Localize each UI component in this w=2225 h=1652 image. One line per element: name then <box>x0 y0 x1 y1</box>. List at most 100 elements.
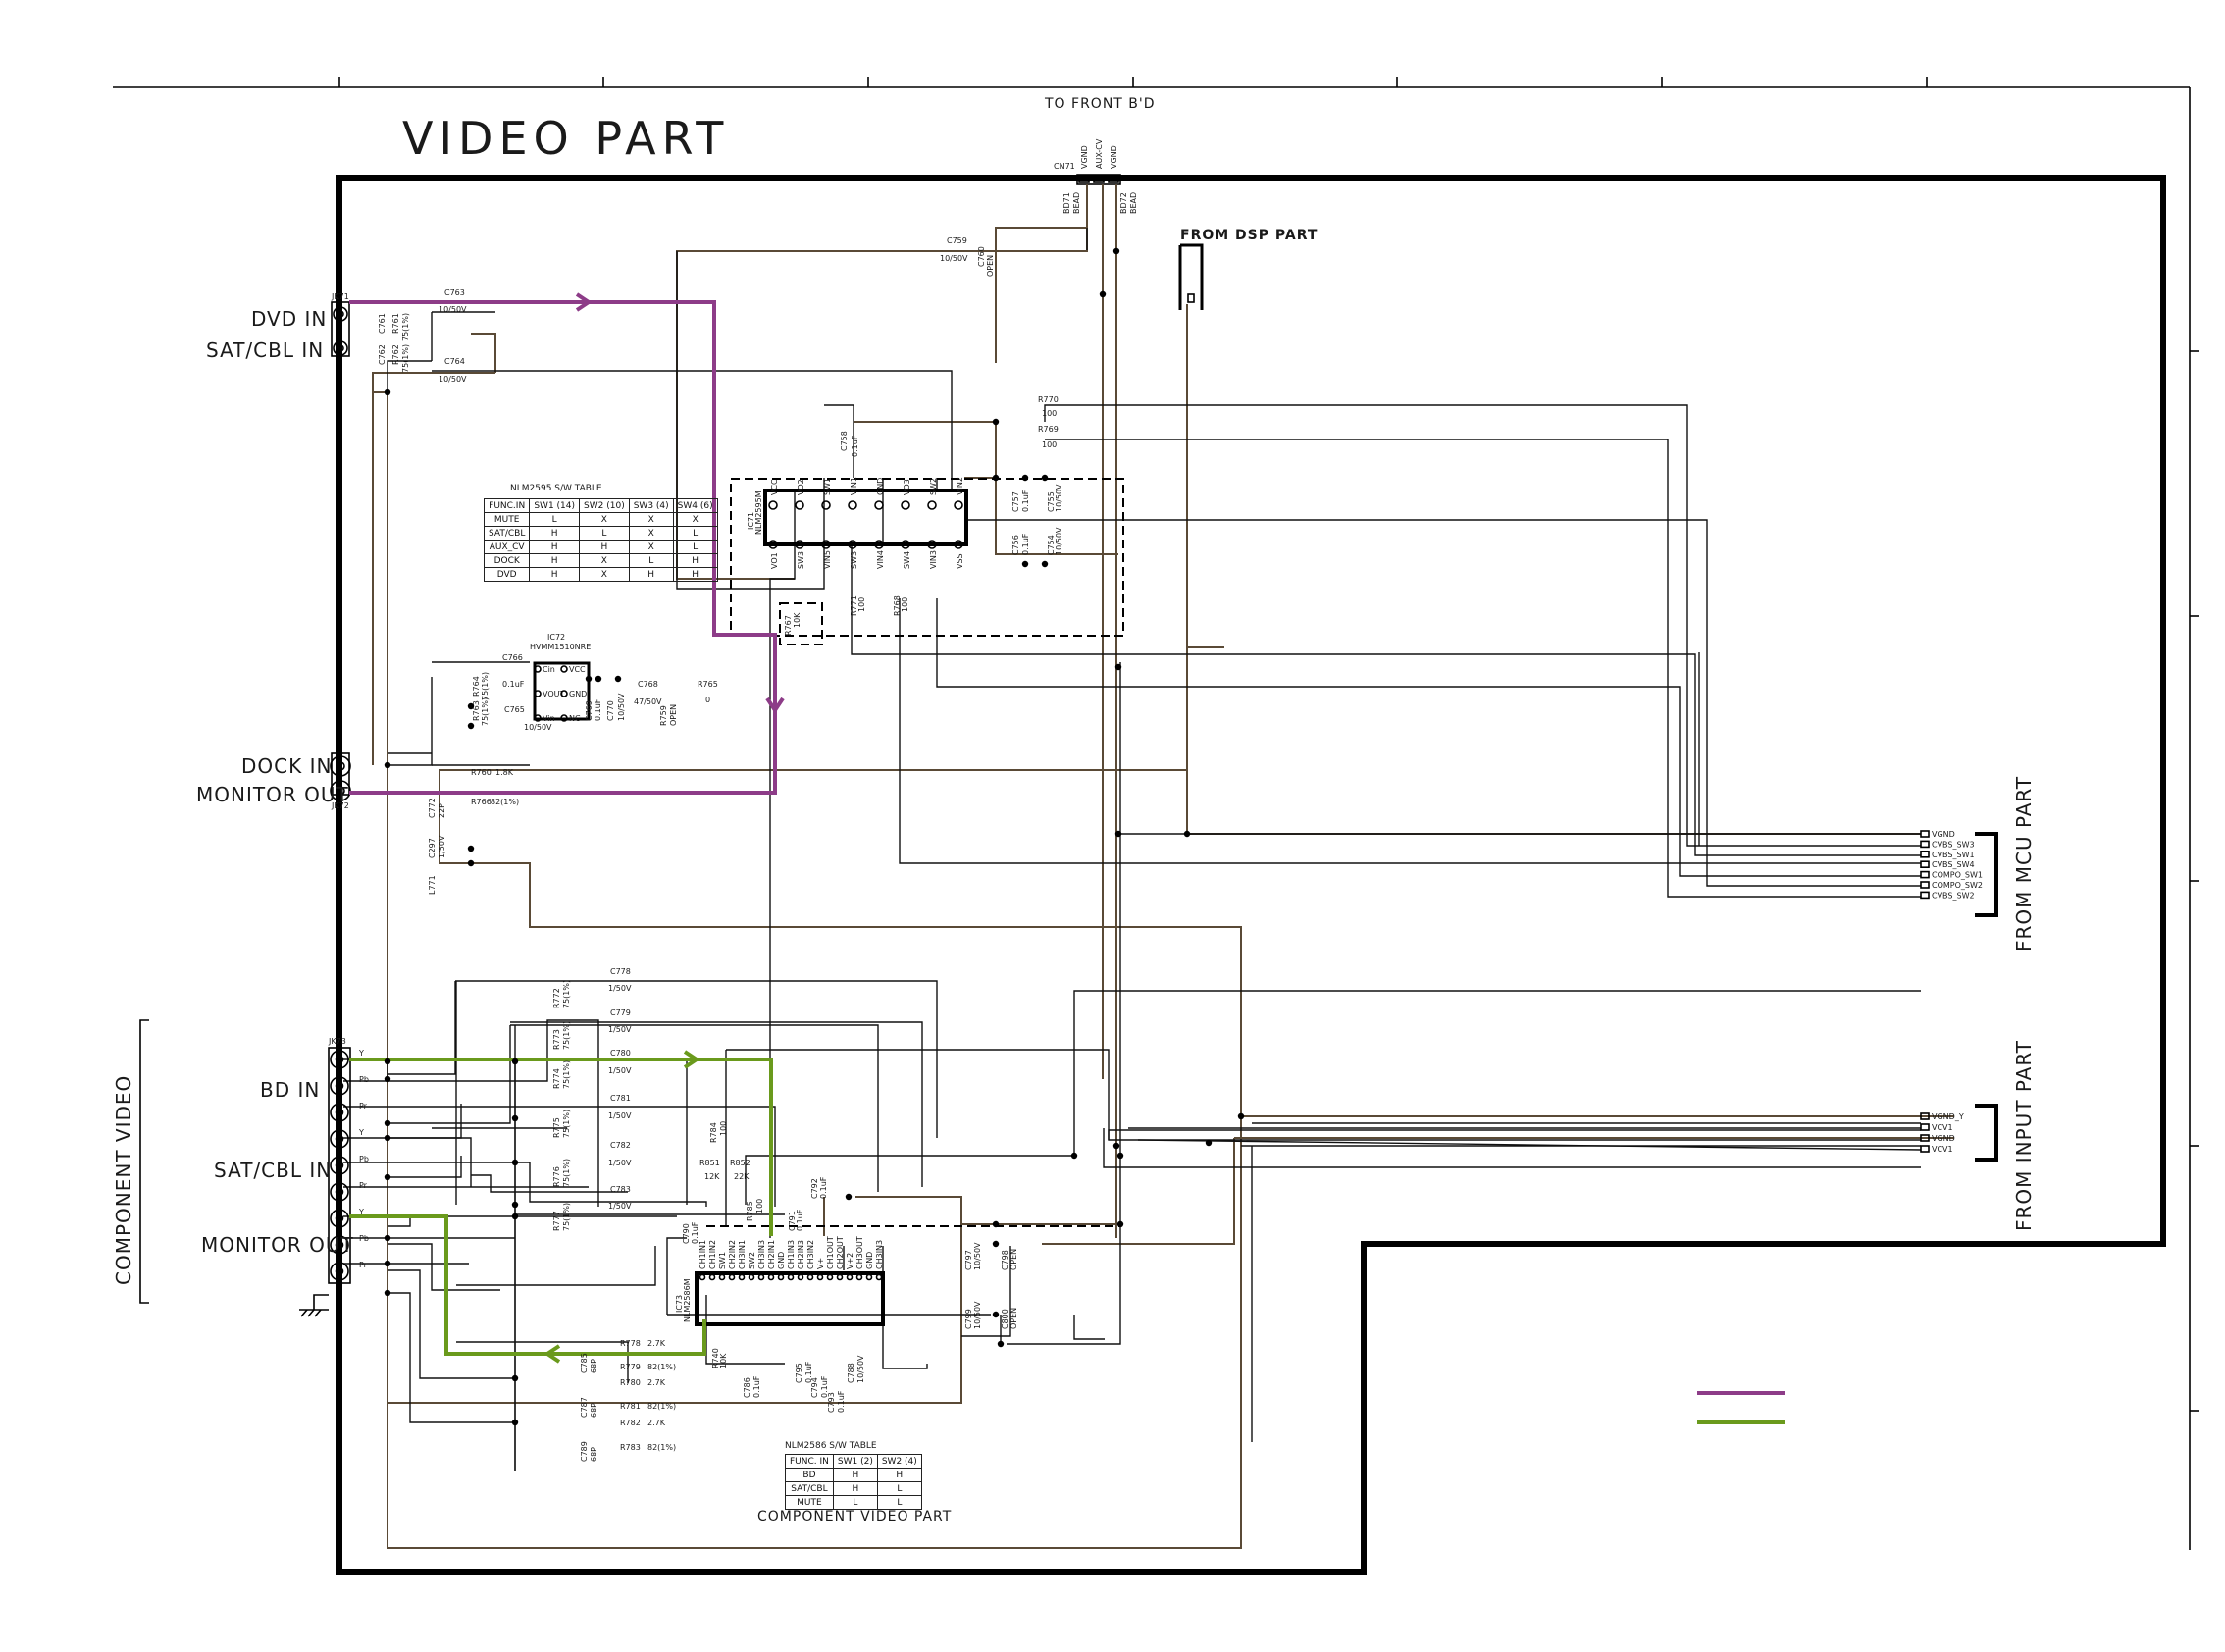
table-row: BD H H <box>785 1468 922 1482</box>
bd71-label: BD71 <box>1062 192 1071 214</box>
ic71-pin-label: VIN3 <box>929 550 938 569</box>
component-label: R764 <box>472 676 481 697</box>
component-label: C760 <box>977 246 986 267</box>
ic71-label: IC71 <box>747 512 755 530</box>
component-label: R769 <box>1038 425 1059 434</box>
component-label: 2.7K <box>647 1339 666 1348</box>
component-label: 10/50V <box>856 1355 865 1383</box>
mcu-signal-label: COMPO_SW1 <box>1932 871 1983 880</box>
ic72-part: HVMM1510NRE <box>530 643 591 651</box>
component-label: 0.1uF <box>594 698 602 721</box>
junction-dot <box>384 1075 391 1083</box>
table-header-row: FUNC.IN SW1 (14) SW2 (10) SW3 (4) SW4 (6… <box>483 498 718 513</box>
ic73: IC73 NLM2586M <box>675 1271 885 1326</box>
table-cell: X <box>628 526 674 541</box>
ic72-label: IC72 <box>547 633 565 642</box>
component-label: C783 <box>610 1185 631 1194</box>
bead-label-1: BEAD <box>1072 192 1081 214</box>
component-label: 10/50V <box>439 375 467 384</box>
component-label: C791 <box>788 1211 797 1231</box>
ic73-part: NLM2586M <box>683 1278 692 1322</box>
ic73-pin <box>816 1273 824 1281</box>
ic73-pin <box>875 1273 883 1281</box>
component-label: L771 <box>428 875 437 895</box>
component-label: C785 <box>580 1353 589 1373</box>
component-label: R773 <box>552 1029 561 1050</box>
ic72-pin <box>534 690 542 697</box>
component-label: 0.1uF <box>752 1375 761 1398</box>
junction-dot <box>1041 560 1049 568</box>
component-label: R851 <box>699 1159 720 1167</box>
junction-dot <box>1112 247 1120 255</box>
ic73-pin-label: CH3OUT <box>855 1236 864 1269</box>
component-label: 1/50V <box>438 835 446 858</box>
component-label: R740 <box>711 1348 720 1368</box>
junction-dot <box>467 722 475 730</box>
ic73-pin-label: SW1 <box>718 1252 727 1269</box>
component-label: 10K <box>793 612 802 628</box>
table-cell: L <box>876 1481 922 1496</box>
component-label: C757 <box>1011 491 1020 512</box>
junction-dot <box>992 1220 1000 1228</box>
junction-dot <box>1116 1220 1124 1228</box>
junction-dot <box>384 1119 391 1127</box>
ic72-pin <box>560 714 568 722</box>
ic73-pin-label: CH1OUT <box>826 1236 835 1269</box>
ic73-pin-label: CH2IN3 <box>797 1240 805 1269</box>
input-bracket <box>1975 1104 1998 1162</box>
jk73-socket-core <box>335 1240 344 1250</box>
component-video-bracket <box>139 1019 149 1304</box>
ic71-pin <box>821 500 831 510</box>
ic73-pin <box>806 1273 814 1281</box>
jk71-jack: JK71 <box>331 292 350 357</box>
table-row: SAT/CBL H L X L <box>483 526 718 541</box>
component-label: C780 <box>610 1049 631 1058</box>
jk73-label: JK73 <box>328 1037 346 1046</box>
component-label: C762 <box>378 344 387 365</box>
to-front-label: TO FRONT B'D <box>1044 96 1156 112</box>
ic73-pin-label: CH2IN2 <box>728 1240 737 1269</box>
sat-cbl-in-label: SAT/CBL IN <box>206 338 324 362</box>
junction-dot <box>384 388 391 396</box>
mcu-signal-label: CVBS_SW4 <box>1932 860 1975 869</box>
ic71-pin-label: VIN1 <box>850 477 858 495</box>
junction-dot <box>1116 1152 1124 1160</box>
table-header-cell: SW4 (6) <box>672 498 718 513</box>
component-label: 100 <box>719 1121 728 1136</box>
ic71-pin-label: GND <box>876 478 885 495</box>
table-cell: SAT/CBL <box>785 1481 834 1496</box>
ic71-pin <box>768 500 778 510</box>
ic71-pin-label: SW3 <box>850 551 858 569</box>
ic73-pin <box>846 1273 854 1281</box>
ic73-pin <box>767 1273 775 1281</box>
mcu-terminals: VGNDCVBS_SW3CVBS_SW1CVBS_SW4COMPO_SW1COM… <box>1920 830 1983 900</box>
component-label: C787 <box>580 1397 589 1418</box>
component-label: 100 <box>1042 409 1057 418</box>
bd72-label: BD72 <box>1119 192 1128 214</box>
component-label: C782 <box>610 1141 631 1150</box>
component-video-part-label: COMPONENT VIDEO PART <box>757 1509 952 1524</box>
table-cell: MUTE <box>785 1495 834 1510</box>
junction-dot <box>992 474 1000 482</box>
component-label: OPEN <box>669 704 678 726</box>
nlm2586-table: FUNC. IN SW1 (2) SW2 (4) BD H H SAT/CBL … <box>785 1454 922 1510</box>
input-terminal <box>1920 1145 1930 1153</box>
table-cell: H <box>529 540 581 554</box>
ic72-pin-label: VCC <box>569 665 586 674</box>
component-label: 0.1uF <box>820 1375 829 1398</box>
input-signal-label: VCV1 <box>1932 1123 1953 1132</box>
junction-dot <box>1114 663 1122 671</box>
component-label: R780 <box>620 1378 641 1387</box>
ic71-pin-label: VO2 <box>797 479 805 495</box>
table-cell: X <box>579 567 630 582</box>
component-label: C765 <box>504 705 525 714</box>
jk73-pin-label: Y <box>358 1128 364 1137</box>
junction-dot <box>511 1114 519 1122</box>
junction-dot <box>1183 830 1191 838</box>
ic73-pin-label: V+2 <box>846 1253 854 1269</box>
component-label: 82(1%) <box>491 798 519 806</box>
